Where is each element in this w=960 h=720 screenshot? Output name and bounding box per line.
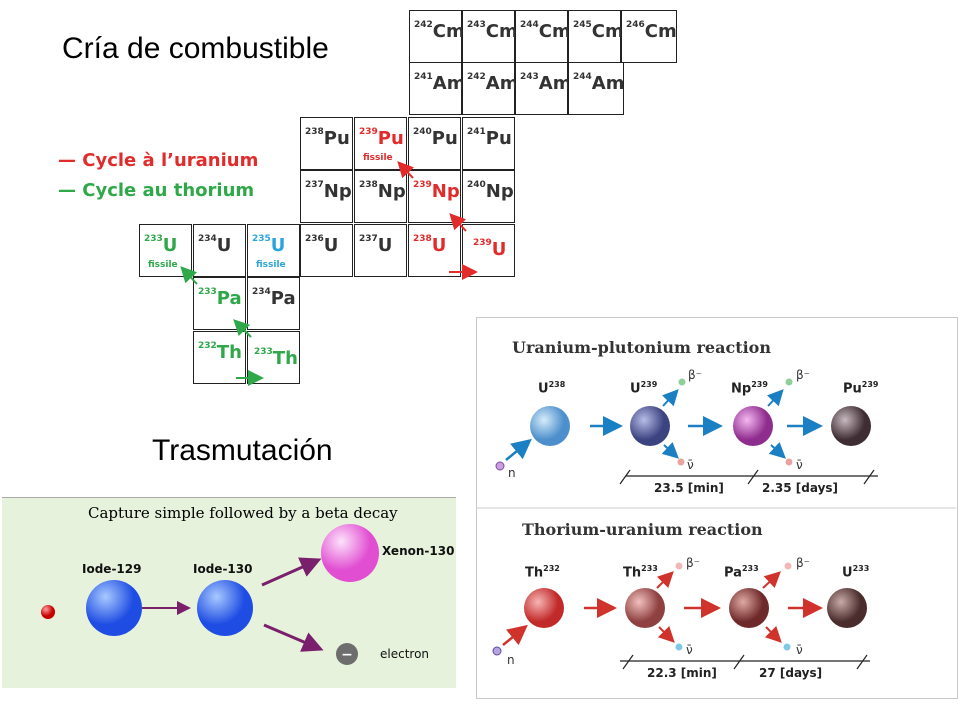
heading-trasmutacion: Trasmutación (152, 434, 333, 467)
up-nuclide-1: U238 (538, 380, 566, 397)
cell-u238: 238U (408, 224, 461, 277)
neutron-particle (495, 461, 505, 471)
neutron-particle (41, 605, 55, 619)
fissile-label: fissile (148, 260, 178, 270)
cell-th232: 232Th (193, 331, 246, 384)
uranium-cycle-arrows (397, 161, 478, 280)
cell-am244: 244Am (568, 62, 624, 115)
cell-u237: 237U (354, 224, 407, 277)
neutron-particle (492, 646, 502, 656)
cell-am243: 243Am (515, 62, 571, 115)
cell-am242: 242Am (462, 62, 518, 115)
cell-u236: 236U (300, 224, 353, 277)
tu-antineutrino-2: ν̄ (796, 643, 803, 657)
tu-beta-2: β⁻ (796, 556, 810, 570)
reaction-title-uranium-plutonium: Uranium-plutonium reaction (512, 338, 771, 357)
cell-cm244: 244Cm (515, 10, 571, 63)
tu-beta-1: β⁻ (686, 556, 700, 570)
cell-pu241: 241Pu (462, 117, 515, 170)
label-electron: electron (380, 647, 430, 661)
up-antineutrino-2: ν̄ (796, 458, 803, 472)
up-antineutrino-1: ν̄ (687, 458, 694, 472)
up-nuclide-4: Pu239 (843, 380, 879, 397)
tu-halflife-1: 22.3 [min] (647, 666, 717, 680)
cell-np237: 237Np (300, 170, 353, 223)
cell-pu240: 240Pu (408, 117, 461, 170)
cell-pu238: 238Pu (300, 117, 353, 170)
up-beta-2: β⁻ (796, 368, 810, 382)
cell-np240: 240Np (462, 170, 515, 223)
tu-nuclide-3: Pa233 (724, 564, 759, 581)
tu-neutron-label: n (507, 653, 515, 667)
heading-cria-de-combustible: Cría de combustible (62, 32, 329, 65)
up-nuclide-3: Np239 (731, 380, 768, 397)
thorium-uranium-reaction (492, 562, 870, 670)
cell-cm242: 242Cm (409, 10, 465, 63)
up-halflife-1: 23.5 [min] (654, 481, 724, 495)
cell-cm246: 246Cm (621, 10, 677, 63)
iode-129-nucleus (86, 580, 142, 636)
legend-thorium-cycle: — Cycle au thorium (58, 180, 255, 201)
tu-nuclide-2: Th233 (623, 564, 658, 581)
legend-uranium-cycle: — Cycle à l’uranium (58, 150, 259, 171)
cell-np238: 238Np (354, 170, 407, 223)
uranium-plutonium-reaction (495, 378, 878, 485)
tu-nuclide-4: U233 (842, 564, 870, 581)
capture-diagram: − (41, 524, 379, 665)
xenon-130-nucleus (321, 524, 379, 582)
cell-u234: 234U (193, 224, 246, 277)
fissile-label: fissile (363, 153, 393, 163)
up-halflife-2: 2.35 [days] (762, 481, 839, 495)
label-iode-130: Iode-130 (193, 562, 253, 576)
cell-pa234: 234Pa (247, 277, 300, 330)
tu-antineutrino-1: ν̄ (686, 643, 693, 657)
cell-cm245: 245Cm (568, 10, 624, 63)
svg-text:−: − (341, 647, 353, 663)
reaction-title-thorium-uranium: Thorium-uranium reaction (522, 520, 763, 539)
cell-u239: 239U (462, 224, 515, 277)
label-xenon-130: Xenon-130 (382, 544, 455, 558)
capture-title: Capture simple followed by a beta decay (88, 504, 398, 522)
iode-130-nucleus (197, 580, 253, 636)
tu-halflife-2: 27 [days] (759, 666, 823, 680)
cell-am241: 241Am (409, 62, 465, 115)
electron-particle (336, 643, 358, 665)
up-nuclide-2: U239 (630, 380, 658, 397)
thorium-cycle-arrows (180, 266, 264, 386)
up-neutron-label: n (508, 466, 516, 480)
fissile-label: fissile (256, 260, 286, 270)
up-beta-1: β⁻ (688, 368, 702, 382)
tu-nuclide-1: Th232 (525, 564, 560, 581)
label-iode-129: Iode-129 (82, 562, 142, 576)
cell-cm243: 243Cm (462, 10, 518, 63)
